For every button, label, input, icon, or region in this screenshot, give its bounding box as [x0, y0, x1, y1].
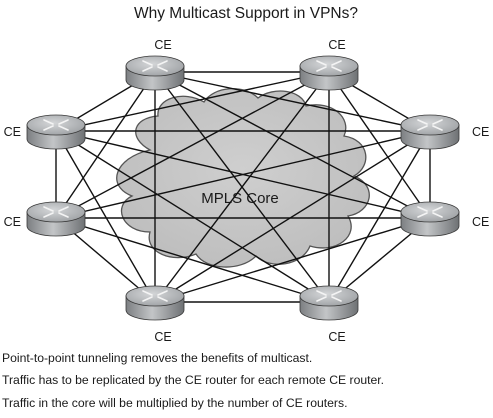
- ce-right-lower-router: CE: [400, 201, 489, 237]
- router-arrows-icon: [417, 119, 443, 131]
- link-ce-top-right-to-ce-right-lower: [328, 71, 431, 219]
- router-arrows-icon: [316, 290, 342, 302]
- note-line-2: Traffic has to be replicated by the CE r…: [2, 373, 385, 387]
- ce-bottom-left-label: CE: [154, 330, 171, 344]
- link-ce-right-lower-to-ce-bottom-left: [154, 217, 431, 303]
- ce-bottom-left-router: CE: [125, 285, 185, 344]
- link-ce-bottom-right-to-ce-left-lower: [55, 217, 330, 303]
- link-ce-bottom-left-to-ce-left-upper: [55, 130, 156, 303]
- ce-routers: CE CE CE CE CE CE CE CE: [4, 38, 490, 344]
- ce-right-upper-label: CE: [472, 125, 489, 139]
- ce-top-right-label: CE: [328, 38, 345, 52]
- link-ce-right-upper-to-ce-bottom-left: [154, 130, 431, 303]
- ce-left-upper-router: CE: [4, 114, 86, 150]
- note-line-3: Traffic in the core will be multiplied b…: [2, 396, 348, 410]
- diagram-title: Why Multicast Support in VPNs?: [134, 5, 358, 22]
- link-ce-top-right-to-ce-left-lower: [55, 71, 330, 219]
- ce-left-lower-label: CE: [4, 215, 21, 229]
- ce-bottom-right-label: CE: [328, 330, 345, 344]
- router-arrows-icon: [417, 206, 443, 218]
- router-arrows-icon: [43, 206, 69, 218]
- router-arrows-icon: [142, 290, 168, 302]
- ce-top-left-router: CE: [125, 38, 185, 91]
- link-ce-top-left-to-ce-left-lower: [55, 71, 156, 219]
- mpls-core-cloud: MPLS Core: [116, 87, 370, 268]
- link-ce-bottom-right-to-ce-left-upper: [55, 130, 330, 303]
- ce-top-left-label: CE: [154, 38, 171, 52]
- note-line-1: Point-to-point tunneling removes the ben…: [2, 351, 313, 365]
- link-ce-top-left-to-ce-right-upper: [154, 71, 431, 132]
- router-arrows-icon: [142, 60, 168, 72]
- ce-right-lower-label: CE: [472, 215, 489, 229]
- ce-left-lower-router: CE: [4, 201, 86, 237]
- mpls-core-label: MPLS Core: [201, 190, 279, 207]
- ce-top-right-router: CE: [299, 38, 359, 91]
- router-arrows-icon: [316, 60, 342, 72]
- ce-right-upper-router: CE: [400, 114, 489, 150]
- link-ce-top-left-to-ce-right-lower: [154, 71, 431, 219]
- link-ce-right-upper-to-ce-bottom-right: [328, 130, 431, 303]
- router-arrows-icon: [43, 119, 69, 131]
- ce-left-upper-label: CE: [4, 125, 21, 139]
- link-ce-top-right-to-ce-bottom-left: [154, 71, 330, 303]
- link-ce-right-lower-to-ce-left-upper: [55, 130, 431, 219]
- ce-bottom-right-router: CE: [299, 285, 359, 344]
- link-ce-top-right-to-ce-left-upper: [55, 71, 330, 132]
